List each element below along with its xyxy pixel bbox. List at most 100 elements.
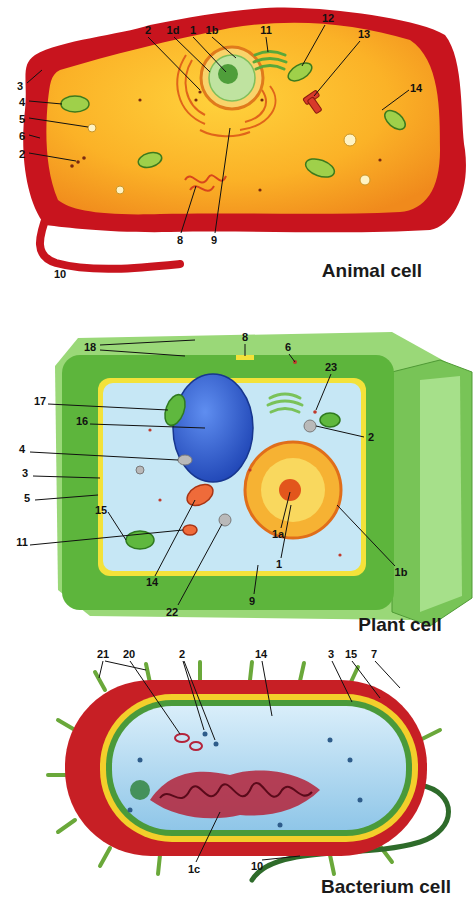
pilus xyxy=(330,855,334,874)
callout-number: 2 xyxy=(19,149,25,160)
leader-line xyxy=(155,500,195,576)
leader-line xyxy=(105,661,146,670)
mitochondrion xyxy=(183,525,197,535)
vesicle xyxy=(116,186,124,194)
ribosome xyxy=(158,498,161,501)
pilus xyxy=(250,662,252,680)
callout-number: 17 xyxy=(34,396,46,407)
leader-line xyxy=(27,70,42,83)
nucleus xyxy=(279,479,301,501)
ribosome xyxy=(76,160,80,164)
leader-line xyxy=(183,661,204,730)
capsule xyxy=(65,680,427,856)
callout-number: 3 xyxy=(328,649,334,660)
nucleus xyxy=(245,442,341,538)
golgi-apparatus xyxy=(271,409,299,413)
callout-number: 14 xyxy=(255,649,267,660)
ribosome xyxy=(260,98,263,101)
mitochondrion xyxy=(61,96,89,112)
callout-number: 5 xyxy=(24,493,30,504)
cell-membrane xyxy=(23,7,466,232)
golgi-apparatus xyxy=(270,394,300,398)
ribosome xyxy=(248,468,251,471)
ribosome xyxy=(258,188,261,191)
ribosome xyxy=(70,90,381,191)
ribosome xyxy=(278,823,283,828)
mitochondrion xyxy=(61,59,409,180)
leader-line xyxy=(99,661,400,862)
ribosome xyxy=(70,164,74,168)
callout-number: 18 xyxy=(84,342,96,353)
leader-line xyxy=(215,128,230,233)
leader-line xyxy=(262,856,300,860)
leader-line xyxy=(281,492,290,528)
callout-number: 10 xyxy=(251,861,263,872)
callout-number: 4 xyxy=(19,444,25,455)
leader-line xyxy=(178,524,222,605)
microfilament xyxy=(185,175,226,191)
callout-number: 2 xyxy=(179,649,185,660)
callout-number: 20 xyxy=(123,649,135,660)
ribosome xyxy=(138,758,143,763)
leader-line xyxy=(27,25,409,233)
pilus xyxy=(300,663,304,681)
leader-line xyxy=(29,135,40,138)
callout-number: 16 xyxy=(76,416,88,427)
animal-cell xyxy=(23,7,466,268)
callout-number: 15 xyxy=(345,649,357,660)
pilus xyxy=(58,720,75,730)
ribosome xyxy=(203,732,208,737)
callout-number: 6 xyxy=(285,342,291,353)
callout-number: 3 xyxy=(22,468,28,479)
golgi-apparatus xyxy=(254,59,286,63)
nucleoid xyxy=(150,770,320,818)
vesicle xyxy=(88,124,96,132)
ribosome xyxy=(358,798,363,803)
inclusion-body xyxy=(130,780,150,800)
leader-line xyxy=(29,118,88,127)
pilus xyxy=(48,662,440,874)
leader-line xyxy=(181,186,196,233)
leader-line xyxy=(29,101,62,104)
callout-number: 8 xyxy=(242,332,248,343)
ribosome xyxy=(128,732,363,828)
nucleoid-dna xyxy=(160,783,312,798)
golgi-apparatus xyxy=(256,66,284,70)
adjacent-cell-wall xyxy=(392,360,472,626)
callout-number: 7 xyxy=(371,649,377,660)
callout-number: 13 xyxy=(358,29,370,40)
mitochondrion xyxy=(285,59,315,84)
leader-line xyxy=(316,426,364,437)
callout-number: 1 xyxy=(190,25,196,36)
pilus xyxy=(158,855,160,874)
callout-number: 6 xyxy=(19,131,25,142)
chloroplast xyxy=(320,413,340,427)
ribosome xyxy=(338,553,341,556)
leader-line xyxy=(30,340,395,605)
ribosome xyxy=(214,742,219,747)
leader-line xyxy=(130,661,180,734)
mitochondrion xyxy=(183,480,216,510)
pilus xyxy=(48,773,66,777)
cytoplasm xyxy=(46,23,440,215)
pilus xyxy=(58,820,75,832)
callout-number: 15 xyxy=(95,505,107,516)
leader-line xyxy=(314,41,360,96)
panel-title: Plant cell xyxy=(358,615,441,634)
cytoplasm xyxy=(112,706,406,830)
mitochondrion xyxy=(137,150,164,170)
nucleus xyxy=(201,47,263,109)
callout-number: 9 xyxy=(211,235,217,246)
leader-line xyxy=(382,90,409,110)
vesicle xyxy=(178,455,192,465)
plasmid xyxy=(175,734,202,750)
vesicle xyxy=(136,420,316,526)
leader-line xyxy=(337,505,395,566)
leader-line xyxy=(29,153,76,161)
mitochondrion xyxy=(183,480,217,535)
leader-line xyxy=(332,661,352,702)
leader-line xyxy=(316,374,331,410)
leader-line xyxy=(30,530,183,545)
callout-number: 1b xyxy=(206,25,219,36)
callout-number: 10 xyxy=(54,269,66,280)
